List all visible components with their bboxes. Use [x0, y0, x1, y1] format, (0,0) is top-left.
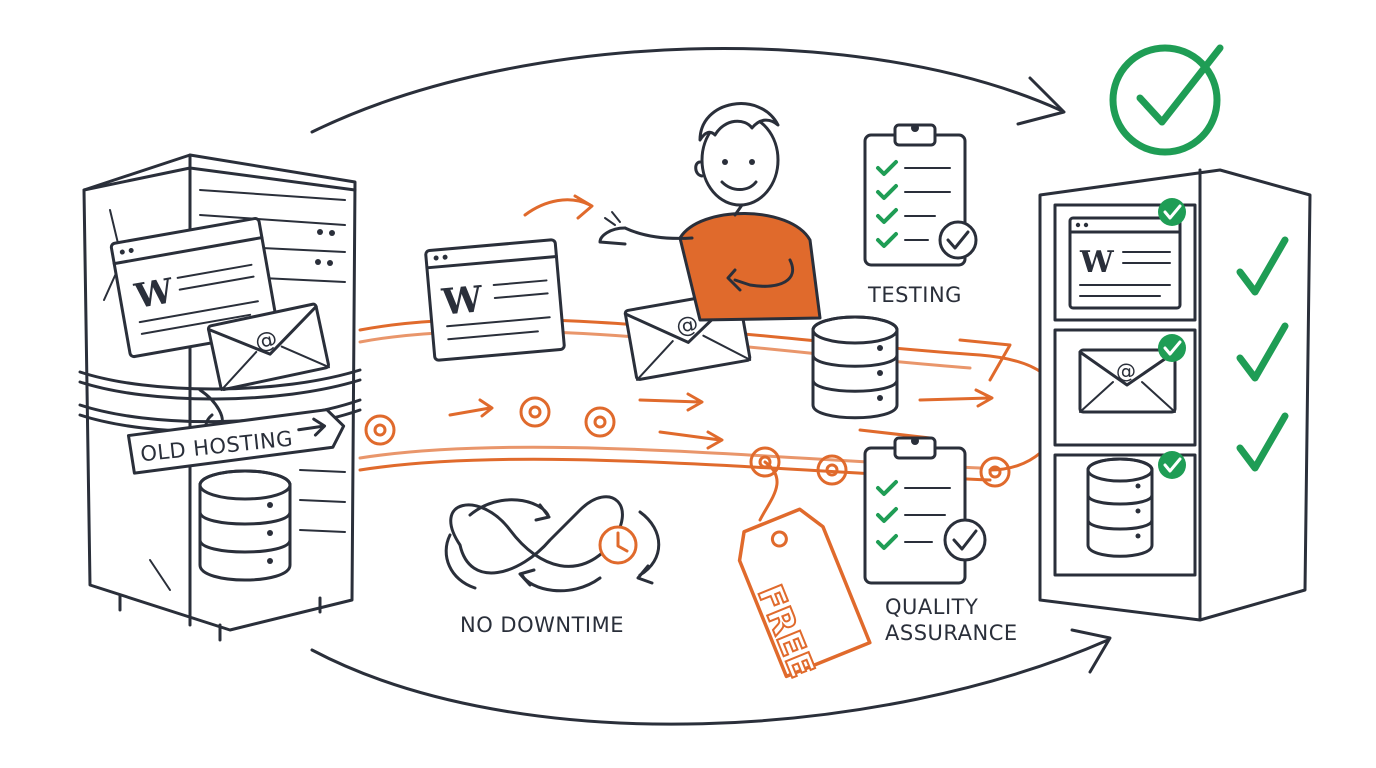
- roller: [584, 406, 616, 438]
- svg-text:@: @: [674, 312, 700, 340]
- wordpress-logo-icon: W: [131, 271, 177, 317]
- no-downtime-infinity-icon: [444, 495, 661, 593]
- roller: [979, 456, 1011, 488]
- old-server-database-icon: [198, 469, 292, 582]
- quality-label: QUALITY: [885, 595, 978, 619]
- side-check-icon: [1236, 412, 1289, 472]
- testing-label: TESTING: [867, 283, 962, 307]
- conveyor-rollers: [364, 396, 1011, 488]
- free-price-tag: FREE: [737, 460, 872, 684]
- belt-direction-arrows: [448, 194, 994, 450]
- quality-assurance-clipboard-icon: [863, 436, 987, 585]
- no-downtime-label: NO DOWNTIME: [460, 613, 624, 637]
- assurance-label: ASSURANCE: [885, 621, 1018, 645]
- roller: [749, 446, 781, 478]
- svg-text:@: @: [253, 327, 280, 356]
- new-server-database-icon: [1086, 457, 1154, 558]
- testing-clipboard-icon: [863, 123, 978, 267]
- svg-text:@: @: [1116, 359, 1136, 383]
- roller: [519, 396, 551, 428]
- new-server-email-icon: @: [1078, 348, 1177, 414]
- new-server-website-window: W: [1068, 216, 1182, 310]
- top-arc-arrow: [310, 47, 1066, 134]
- wordpress-logo-icon: W: [439, 278, 485, 324]
- old-server-email-icon: @: [206, 302, 331, 392]
- roller: [816, 454, 848, 486]
- belt-database-icon: [811, 315, 899, 420]
- bottom-arc-arrow: [310, 628, 1112, 726]
- technician-person: [598, 102, 822, 322]
- check-badge-icon: [1158, 198, 1186, 226]
- success-check-icon: [1109, 44, 1224, 156]
- side-check-icon: [1236, 236, 1289, 296]
- belt-website-window: W: [424, 238, 566, 362]
- old-hosting-sign: OLD HOSTING: [126, 408, 346, 475]
- check-badge-icon: [1158, 334, 1186, 362]
- side-check-icon: [1236, 322, 1289, 382]
- roller: [364, 414, 396, 446]
- wordpress-logo-icon: W: [1079, 245, 1115, 280]
- check-badge-icon: [1158, 451, 1186, 479]
